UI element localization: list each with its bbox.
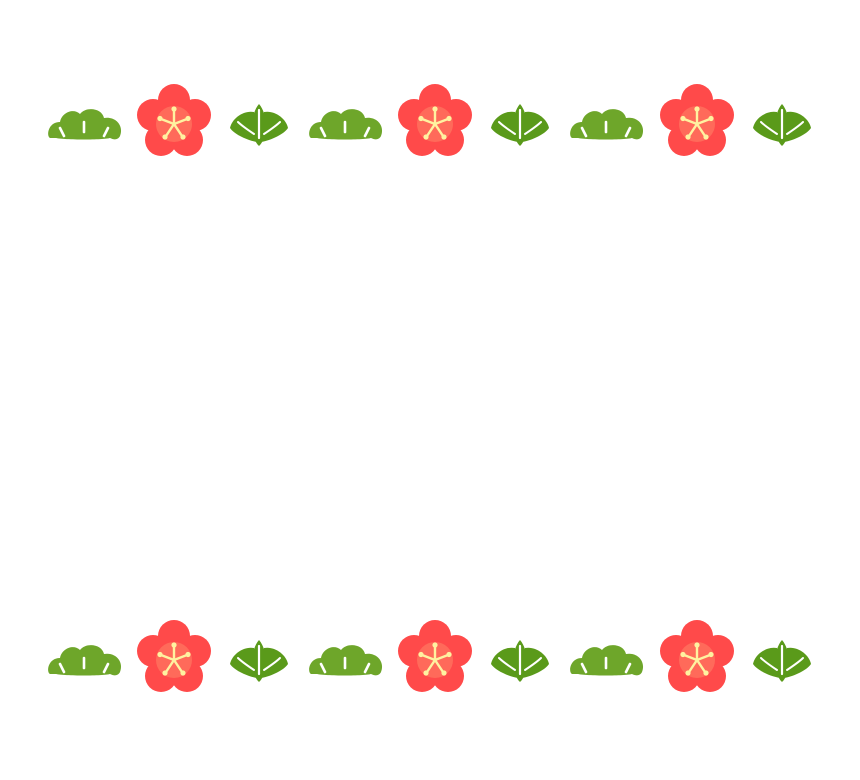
motif-group <box>568 618 813 694</box>
pine-icon <box>568 107 645 141</box>
pine-icon <box>307 643 384 677</box>
motif-group <box>307 82 551 158</box>
plum-blossom-icon <box>396 618 474 694</box>
bamboo-leaf-icon <box>751 638 813 684</box>
motif-group <box>46 82 290 158</box>
bamboo-leaf-icon <box>228 638 290 684</box>
bottom-border <box>0 618 860 698</box>
top-border <box>0 82 860 162</box>
pine-icon <box>46 643 123 677</box>
motif-group <box>568 82 813 158</box>
plum-blossom-icon <box>396 82 474 158</box>
motif-group <box>307 618 551 694</box>
pine-icon <box>46 107 123 141</box>
bamboo-leaf-icon <box>751 102 813 148</box>
pine-icon <box>568 643 645 677</box>
motif-group <box>46 618 290 694</box>
plum-blossom-icon <box>658 618 736 694</box>
pine-icon <box>307 107 384 141</box>
plum-blossom-icon <box>135 82 213 158</box>
bamboo-leaf-icon <box>228 102 290 148</box>
plum-blossom-icon <box>658 82 736 158</box>
plum-blossom-icon <box>135 618 213 694</box>
bamboo-leaf-icon <box>489 102 551 148</box>
bamboo-leaf-icon <box>489 638 551 684</box>
